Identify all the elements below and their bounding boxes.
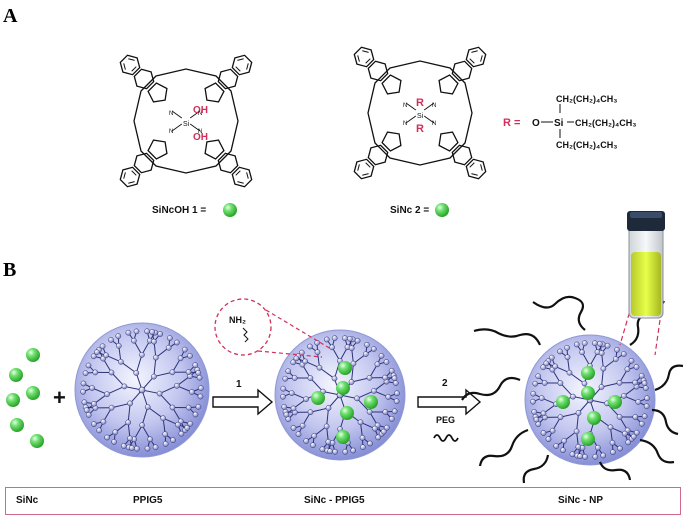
zoom-line-top xyxy=(265,309,332,350)
sinc-sphere xyxy=(26,386,40,400)
sinc-sphere xyxy=(340,406,354,420)
peg-chain xyxy=(461,376,521,401)
step-1-label: 1 xyxy=(236,379,242,390)
label-ppig5: PPIG5 xyxy=(133,495,163,506)
peg-chain xyxy=(654,364,684,392)
n-atom-2: N xyxy=(432,103,436,109)
free-sinc-spheres xyxy=(6,348,44,448)
r-group-chain-bottom: CH₂(CH₂)₄CH₃ xyxy=(556,140,617,150)
axial-ligand-top: R xyxy=(416,97,424,109)
sinc-sphere xyxy=(581,366,595,380)
ppig5-dendrimer xyxy=(74,322,210,458)
r-group-label: R = xyxy=(503,117,520,129)
peg-chain xyxy=(598,461,632,481)
sinc-np-nanoparticle xyxy=(461,295,684,484)
zoom-line-bottom xyxy=(257,350,323,358)
n-atom-4: N xyxy=(432,121,436,127)
peg-chain-icon xyxy=(433,434,459,442)
loaded-sinc-spheres xyxy=(311,361,378,444)
sinc-sphere xyxy=(364,395,378,409)
n-atom-1: N xyxy=(403,103,407,109)
compound-1-structure: OH OH Si N N N N xyxy=(119,54,253,188)
peg-chain xyxy=(473,328,542,346)
nh2-label: NH₂ xyxy=(229,315,246,325)
n-atom-1: N xyxy=(169,111,173,117)
compound-2-green-sphere-icon xyxy=(435,203,449,217)
compound-1-green-sphere-icon xyxy=(223,203,237,217)
naphthalocyanine-scaffold xyxy=(353,46,487,180)
n-atom-2: N xyxy=(198,111,202,117)
label-sinc: SiNc xyxy=(16,495,39,506)
sinc-sphere xyxy=(10,418,24,432)
peg-label: PEG xyxy=(436,415,455,425)
peg-chains-front xyxy=(478,408,679,484)
sinc-sphere xyxy=(9,368,23,382)
r-group-oxygen: O xyxy=(532,118,540,129)
compound-2-caption: SiNc 2 = xyxy=(390,205,429,216)
step-1-arrow: 1 xyxy=(212,379,274,416)
label-sinc-ppig5: SiNc - PPIG5 xyxy=(304,495,365,506)
zoom-circle xyxy=(214,298,272,356)
r-group-chain-mid: CH₂(CH₂)₄CH₃ xyxy=(575,118,636,128)
peg-chain xyxy=(651,408,679,436)
sinc-sphere xyxy=(26,348,40,362)
amine-bond-icon xyxy=(242,327,249,343)
r-group-definition: R = O Si CH₂(CH₂)₄CH₃ CH₂(CH₂)₄CH₃ CH₂(C… xyxy=(503,94,636,150)
sinc-sphere xyxy=(311,391,325,405)
panel-letter-a: A xyxy=(3,5,18,27)
sinc-sphere xyxy=(336,430,350,444)
compound-1-caption: SiNcOH 1 = xyxy=(152,205,206,216)
peg-chain xyxy=(639,438,675,464)
naphthalocyanine-scaffold xyxy=(119,54,253,188)
sinc-sphere xyxy=(336,381,350,395)
peg-chain xyxy=(478,428,529,467)
r-group-chain-top: CH₂(CH₂)₄CH₃ xyxy=(556,94,617,104)
hollow-arrow-icon xyxy=(212,388,274,416)
silicon-center: Si xyxy=(183,121,190,128)
n-atom-3: N xyxy=(169,129,173,135)
peg-chain xyxy=(532,295,586,331)
dendrimer-branches xyxy=(280,335,400,455)
sinc-sphere xyxy=(556,395,570,409)
loaded-sinc-spheres xyxy=(556,366,622,446)
dendrimer-branches xyxy=(80,328,204,452)
n-atom-3: N xyxy=(403,121,407,127)
n-atom-4: N xyxy=(198,129,202,135)
step-2-label: 2 xyxy=(442,378,448,389)
step-2-arrow: 2 PEG xyxy=(417,378,482,442)
sinc-sphere xyxy=(581,432,595,446)
peg-chain xyxy=(522,454,550,484)
vial-pointer-line-2 xyxy=(654,319,661,356)
axial-ligand-top: OH xyxy=(193,105,208,116)
label-sinc-np: SiNc - NP xyxy=(558,495,604,506)
figure-canvas: A B OH OH Si N N N N SiNcOH 1 = R R Si N… xyxy=(3,5,684,484)
sinc-ppig5-dendrimer xyxy=(274,329,406,461)
vial-liquid xyxy=(631,252,661,316)
axial-ligand-bottom: OH xyxy=(193,132,208,143)
sinc-sphere xyxy=(608,395,622,409)
axial-ligand-bottom: R xyxy=(416,123,424,135)
sinc-sphere xyxy=(30,434,44,448)
sinc-sphere xyxy=(587,411,601,425)
panel-letter-b: B xyxy=(3,259,16,281)
stage-label-bar: SiNc PPIG5 SiNc - PPIG5 SiNc - NP xyxy=(5,487,681,515)
compound-2-structure: R R Si N N N N xyxy=(353,46,487,180)
sinc-sphere xyxy=(338,361,352,375)
sample-vial xyxy=(619,211,665,356)
plus-sign: + xyxy=(53,385,66,410)
silicon-center: Si xyxy=(417,113,424,120)
vial-cap-highlight xyxy=(630,212,662,218)
sinc-sphere xyxy=(6,393,20,407)
r-group-silicon: Si xyxy=(554,118,564,129)
sinc-sphere xyxy=(581,386,595,400)
nh2-zoom-callout: NH₂ xyxy=(214,298,332,358)
